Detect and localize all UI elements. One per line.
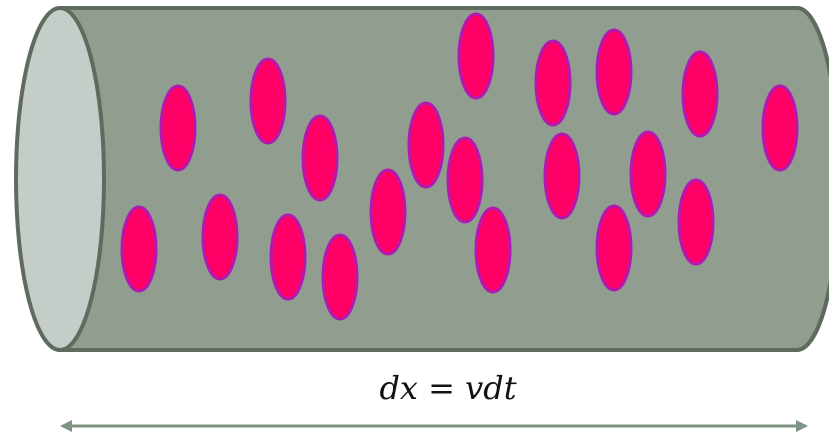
particle — [631, 132, 665, 216]
particle — [323, 235, 357, 319]
particle — [371, 170, 405, 254]
particle — [763, 86, 797, 170]
particle — [448, 138, 482, 222]
particle — [122, 207, 156, 291]
particle — [679, 180, 713, 264]
particle — [597, 206, 631, 290]
particle — [683, 52, 717, 136]
particle — [251, 59, 285, 143]
particle — [476, 208, 510, 292]
particle — [545, 134, 579, 218]
particle — [303, 116, 337, 200]
particle — [459, 14, 493, 98]
particle — [597, 30, 631, 114]
particle — [271, 215, 305, 299]
particle — [161, 86, 195, 170]
equation-label: dx = vdt — [379, 369, 516, 407]
cylinder-left-face — [16, 8, 104, 350]
particle — [203, 195, 237, 279]
particle — [536, 41, 570, 125]
particle — [409, 103, 443, 187]
